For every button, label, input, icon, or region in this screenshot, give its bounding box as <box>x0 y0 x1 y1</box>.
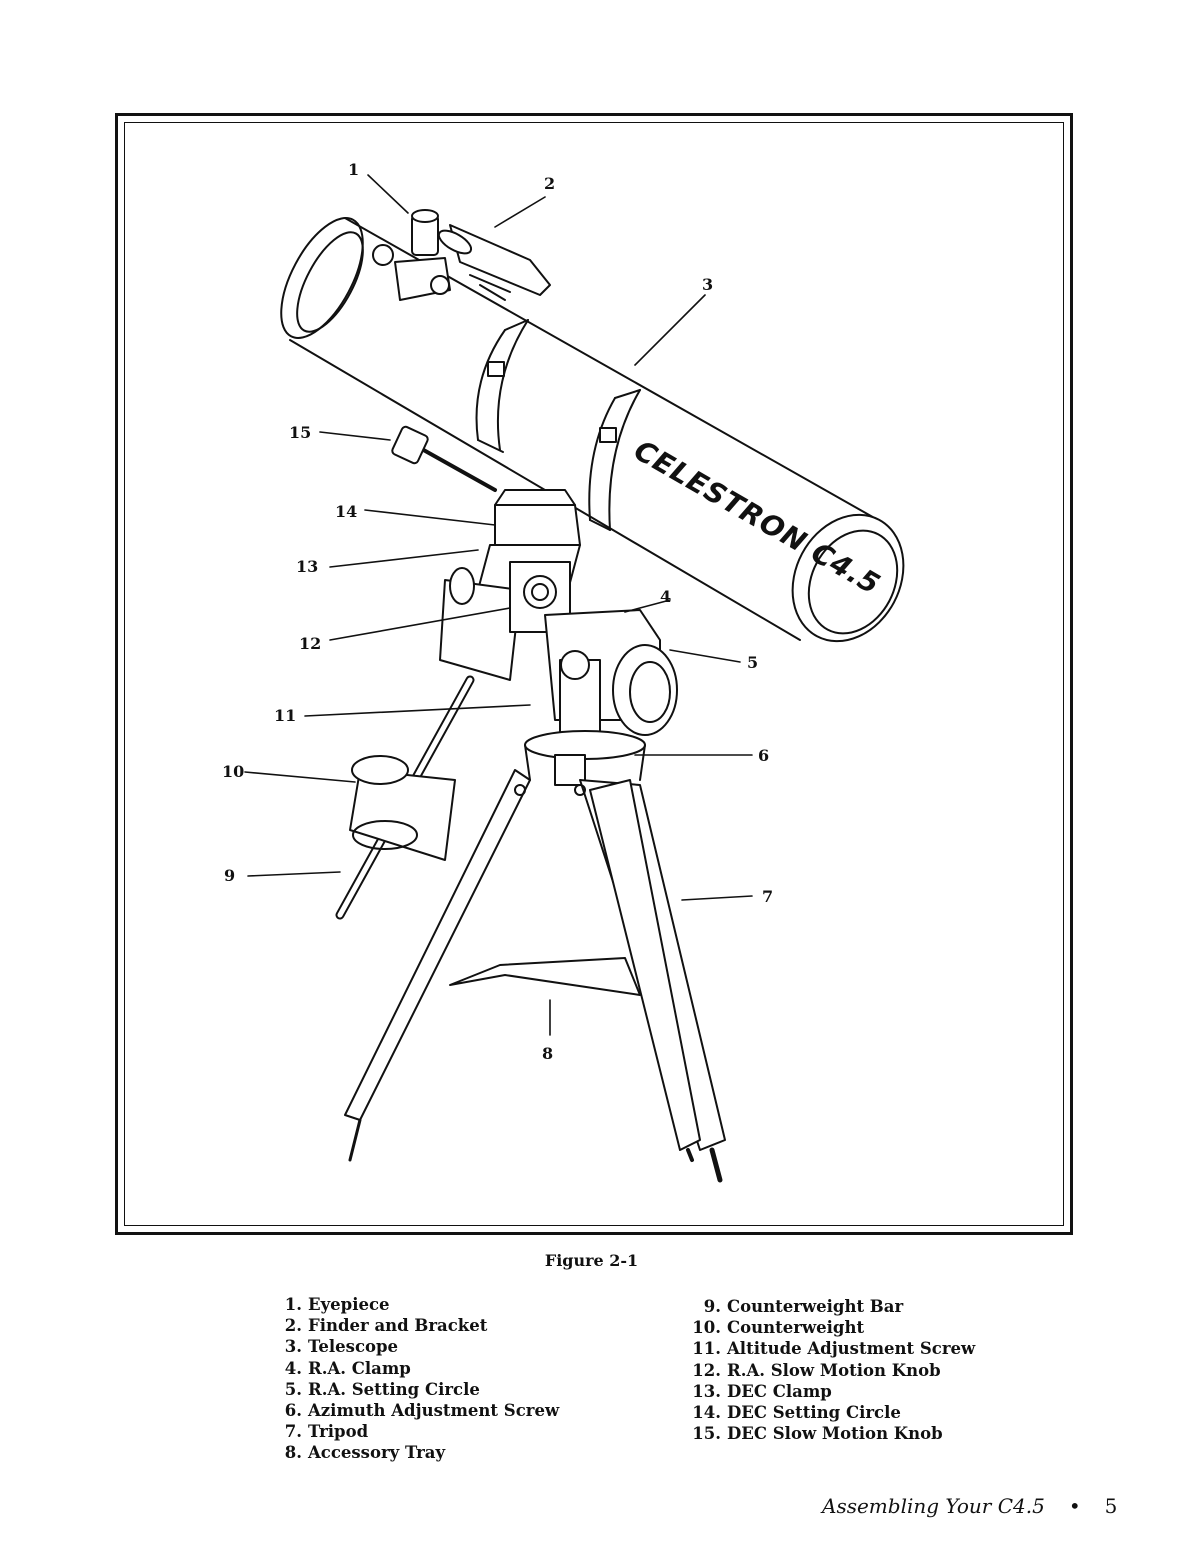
section-title: Assembling Your C4.5 <box>822 1494 1045 1518</box>
figure-frame <box>115 113 1073 1235</box>
legend-item: 15.DEC Slow Motion Knob <box>692 1424 943 1444</box>
callout-11: 11 <box>274 706 296 725</box>
eyepiece-and-finder <box>372 209 551 301</box>
legend-item: 10.Counterweight <box>692 1318 865 1338</box>
footer-bullet: • <box>1068 1494 1081 1518</box>
figure-caption: Figure 2-1 <box>544 1251 639 1270</box>
callout-6: 6 <box>758 746 769 765</box>
legend-item: 2.Finder and Bracket <box>284 1316 488 1336</box>
callout-9: 9 <box>224 866 235 885</box>
legend-item: 13.DEC Clamp <box>692 1381 832 1401</box>
callout-7: 7 <box>762 887 773 906</box>
equatorial-mount <box>391 425 678 786</box>
callout-10: 10 <box>222 762 244 781</box>
legend-item: 8.Accessory Tray <box>284 1443 446 1463</box>
legend-item: 6.Azimuth Adjustment Screw <box>284 1401 560 1421</box>
legend-item: 1.Eyepiece <box>284 1295 390 1314</box>
figure-frame-inner <box>124 122 1064 1226</box>
callout-1: 1 <box>348 160 359 179</box>
callout-8: 8 <box>542 1044 553 1063</box>
tripod <box>344 769 726 1183</box>
legend-item: 7.Tripod <box>284 1422 369 1442</box>
leader-lines <box>244 174 753 1036</box>
callout-5: 5 <box>747 653 758 672</box>
legend-item: 12.R.A. Slow Motion Knob <box>692 1360 941 1380</box>
counterweight-assembly <box>335 675 475 920</box>
telescope-tube: CELESTRON C4.5 <box>280 217 905 643</box>
callout-labels: 1 2 3 4 5 6 7 8 9 10 11 12 13 14 15 <box>222 160 773 1063</box>
legend-item: 5.R.A. Setting Circle <box>284 1379 480 1399</box>
page-number: 5 <box>1104 1494 1118 1518</box>
legend-item: 11.Altitude Adjustment Screw <box>692 1339 976 1359</box>
callout-4: 4 <box>660 587 671 606</box>
parts-legend-right: 9.Counterweight Bar 10.Counterweight 11.… <box>676 1296 975 1444</box>
legend-item: 14.DEC Setting Circle <box>692 1403 901 1423</box>
callout-13: 13 <box>296 557 318 576</box>
parts-legend-left: 1.Eyepiece 2.Finder and Bracket 3.Telesc… <box>274 1294 559 1464</box>
callout-14: 14 <box>335 502 357 521</box>
legend-item: 3.Telescope <box>284 1337 399 1357</box>
legend-item: 9.Counterweight Bar <box>703 1297 904 1316</box>
callout-15: 15 <box>289 423 311 442</box>
callout-12: 12 <box>299 634 321 653</box>
page-footer: Assembling Your C4.5 • 5 <box>822 1494 1117 1518</box>
callout-2: 2 <box>544 174 555 193</box>
callout-3: 3 <box>702 275 713 294</box>
legend-item: 4.R.A. Clamp <box>284 1358 411 1378</box>
